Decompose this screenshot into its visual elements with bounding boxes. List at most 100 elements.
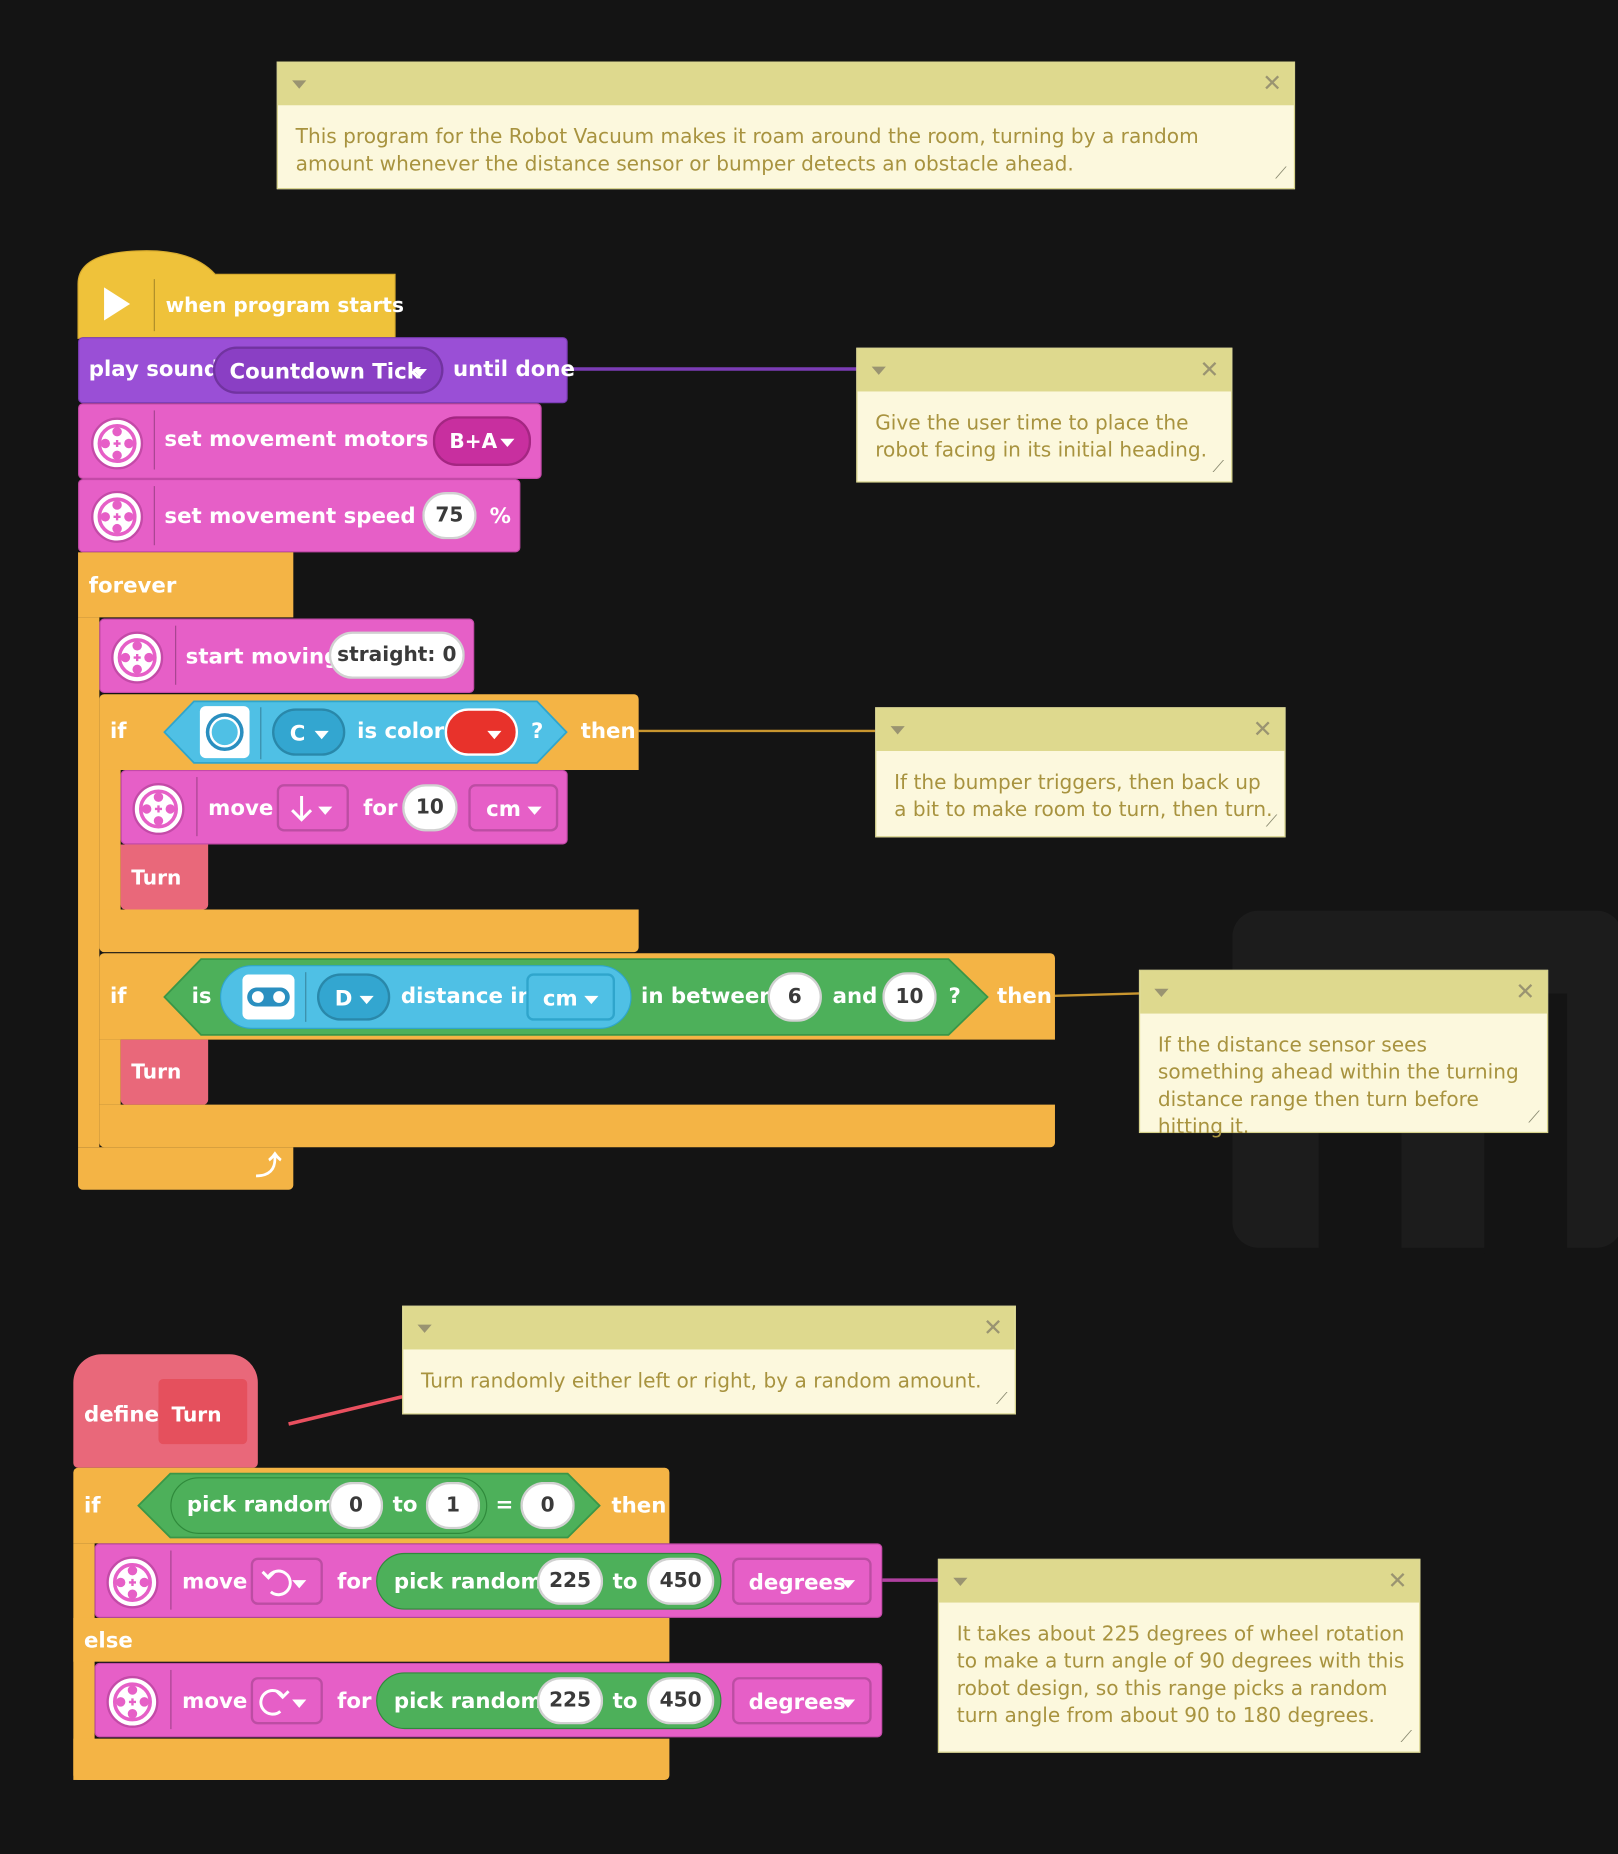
- if-bumper-arm: [99, 769, 121, 910]
- unit-dropdown[interactable]: cm: [468, 784, 559, 832]
- random-min-input[interactable]: 0: [328, 1481, 384, 1530]
- move-label: move: [208, 795, 274, 821]
- collapse-caret-icon[interactable]: [1154, 988, 1169, 998]
- unit-dropdown[interactable]: cm: [526, 973, 616, 1021]
- collapse-caret-icon[interactable]: [871, 366, 886, 375]
- comment-header[interactable]: [876, 708, 1285, 752]
- if-label: if: [109, 984, 127, 1009]
- random-max-input[interactable]: 450: [646, 1557, 715, 1605]
- color-dropdown[interactable]: [444, 708, 519, 756]
- rotate-right-icon: [259, 1689, 290, 1716]
- comment-text[interactable]: Give the user time to place the robot fa…: [875, 411, 1208, 463]
- motor-icon: [106, 1556, 159, 1609]
- sound-dropdown-value: Countdown Tick: [229, 359, 421, 385]
- direction-dropdown[interactable]: [250, 1677, 323, 1725]
- steering-input[interactable]: straight: 0: [328, 631, 465, 679]
- resize-handle-icon[interactable]: ⟋: [1528, 1108, 1540, 1128]
- play-icon: [104, 287, 131, 321]
- to-label: to: [612, 1688, 638, 1714]
- unit-value: degrees: [748, 1570, 846, 1596]
- set-movement-speed-label: set movement speed to: [164, 503, 448, 529]
- question-mark: ?: [948, 984, 961, 1009]
- comment-distance[interactable]: ✕ If the distance sensor sees something …: [1138, 969, 1549, 1139]
- is-color-label: is color: [357, 719, 445, 744]
- random-max-input[interactable]: 1: [425, 1481, 481, 1530]
- direction-dropdown[interactable]: [250, 1557, 323, 1605]
- comment-text[interactable]: If the bumper triggers, then back up a b…: [894, 771, 1273, 822]
- close-icon[interactable]: ✕: [983, 1312, 1003, 1342]
- unit-value: cm: [486, 797, 521, 822]
- comment-text[interactable]: Turn randomly either left or right, by a…: [421, 1369, 982, 1394]
- port-value: D: [334, 986, 353, 1012]
- close-icon[interactable]: ✕: [1515, 976, 1536, 1006]
- comment-text[interactable]: It takes about 225 degrees of wheel rota…: [956, 1622, 1405, 1728]
- until-done-label: until done: [452, 357, 575, 383]
- close-icon[interactable]: ✕: [1252, 714, 1273, 743]
- unit-dropdown[interactable]: degrees: [732, 1677, 872, 1725]
- arrow-down-icon: [291, 795, 313, 822]
- turn-call-block[interactable]: [120, 844, 209, 910]
- comment-header[interactable]: [277, 62, 1294, 106]
- if-label: if: [109, 719, 127, 744]
- port-dropdown[interactable]: C: [272, 708, 346, 756]
- forever-block-footer: [78, 1147, 294, 1190]
- sound-dropdown[interactable]: Countdown Tick: [212, 346, 444, 394]
- comment-text[interactable]: If the distance sensor sees something ah…: [1157, 1033, 1519, 1139]
- forever-block[interactable]: [78, 552, 294, 618]
- else-row: [73, 1617, 670, 1662]
- chevron-down-icon: [412, 369, 427, 378]
- turn-call-block[interactable]: [120, 1039, 209, 1105]
- resize-handle-icon[interactable]: ⟋: [1400, 1727, 1413, 1747]
- close-icon[interactable]: ✕: [1262, 68, 1283, 97]
- comment-degrees[interactable]: ✕ It takes about 225 degrees of wheel ro…: [937, 1558, 1421, 1753]
- comment-header[interactable]: [1140, 970, 1547, 1014]
- define-name: Turn: [171, 1403, 222, 1428]
- comment-intro[interactable]: ✕ This program for the Robot Vacuum make…: [276, 61, 1296, 190]
- speed-input[interactable]: 75: [422, 492, 477, 540]
- distance-input[interactable]: 10: [402, 784, 458, 832]
- resize-handle-icon[interactable]: ⟋: [1275, 164, 1287, 184]
- comment-text[interactable]: This program for the Robot Vacuum makes …: [295, 125, 1199, 177]
- pick-random-label: pick random: [393, 1688, 543, 1714]
- high-value-input[interactable]: 10: [882, 972, 937, 1022]
- then-label: then: [611, 1493, 667, 1519]
- if-distance-arm: [99, 1039, 121, 1105]
- compare-value-input[interactable]: 0: [520, 1481, 575, 1530]
- direction-dropdown[interactable]: [276, 784, 349, 832]
- comment-sound[interactable]: ✕ Give the user time to place the robot …: [856, 347, 1233, 483]
- comment-bumper[interactable]: ✕ If the bumper triggers, then back up a…: [875, 707, 1286, 838]
- if-distance-footer: [99, 1104, 1055, 1148]
- comment-turn-definition[interactable]: ✕ Turn randomly either left or right, by…: [402, 1305, 1016, 1415]
- start-moving-label: start moving: [185, 644, 340, 670]
- collapse-caret-icon[interactable]: [417, 1324, 432, 1333]
- play-sound-label: play sound: [88, 357, 220, 383]
- comment-header[interactable]: [403, 1306, 1015, 1350]
- resize-handle-icon[interactable]: ⟋: [1265, 812, 1278, 832]
- comment-header[interactable]: [939, 1559, 1420, 1603]
- collapse-caret-icon[interactable]: [953, 1577, 968, 1587]
- unit-dropdown[interactable]: degrees: [732, 1557, 872, 1605]
- resize-handle-icon[interactable]: ⟋: [1212, 457, 1225, 477]
- for-label: for: [337, 1688, 372, 1714]
- chevron-down-icon: [500, 438, 515, 448]
- for-label: for: [337, 1569, 372, 1595]
- resize-handle-icon[interactable]: ⟋: [996, 1389, 1008, 1409]
- random-min-input[interactable]: 225: [536, 1557, 604, 1605]
- comment-header[interactable]: [857, 348, 1232, 392]
- define-name-slot[interactable]: [158, 1379, 248, 1445]
- close-icon[interactable]: ✕: [1387, 1565, 1408, 1595]
- collapse-caret-icon[interactable]: [292, 80, 307, 89]
- low-value-input[interactable]: 6: [767, 972, 822, 1022]
- collapse-caret-icon[interactable]: [890, 726, 905, 735]
- random-min-input[interactable]: 225: [536, 1677, 604, 1725]
- random-max-input[interactable]: 450: [646, 1677, 715, 1725]
- chevron-down-icon: [292, 1699, 307, 1708]
- close-icon[interactable]: ✕: [1199, 354, 1220, 384]
- define-label: define: [83, 1402, 160, 1428]
- port-dropdown[interactable]: D: [316, 973, 391, 1021]
- chevron-down-icon: [840, 1699, 856, 1708]
- motor-pair-dropdown[interactable]: B+A: [432, 416, 532, 466]
- hat-block-shape: [77, 250, 396, 339]
